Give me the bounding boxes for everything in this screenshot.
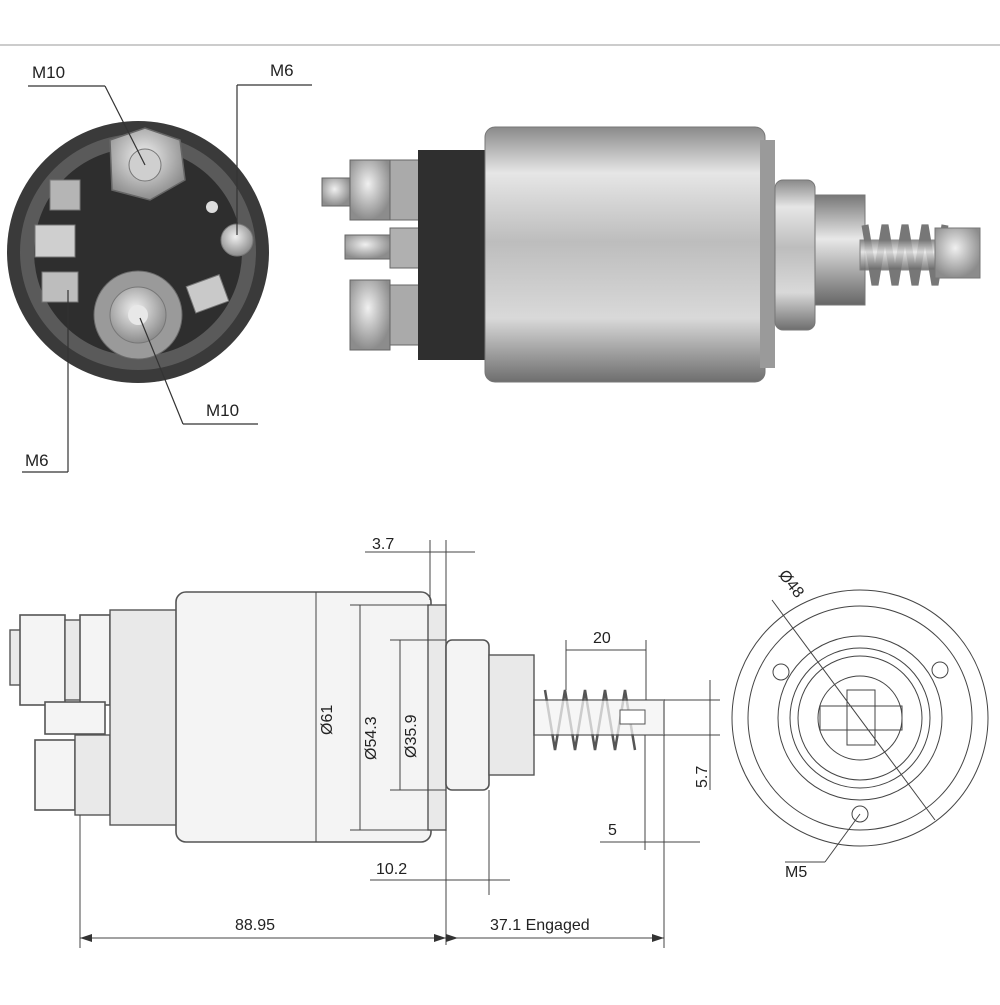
dim-spring-length: 20 (593, 630, 611, 647)
dim-boss-diameter: Ø35.9 (403, 714, 420, 758)
side-end-cap (418, 150, 488, 360)
photo-end-view: M10 M6 M10 M6 (7, 61, 312, 473)
side-nut-bottom (349, 279, 391, 351)
end-flange-circle (747, 605, 973, 831)
draw-flange (427, 604, 447, 831)
side-flange (760, 140, 775, 368)
dim-body-diameter: Ø61 (319, 705, 336, 735)
drawing-side-view: 3.7 Ø61 Ø54.3 Ø35.9 20 5.7 5 10.2 (9, 536, 720, 948)
draw-washer-bottom (74, 734, 111, 816)
draw-stud-mid (44, 701, 106, 735)
draw-nut-top (19, 614, 66, 706)
dim-overall-length: 88.95 (235, 917, 275, 934)
drawing-end-view: Ø48 M5 (731, 567, 989, 881)
dim-88-arrow-right (434, 934, 446, 942)
draw-body (175, 591, 432, 843)
end-outer-circle (731, 589, 989, 847)
dim-flange-thickness: 3.7 (372, 536, 394, 553)
end-inner-circle (789, 647, 931, 789)
draw-plunger-housing (488, 654, 535, 776)
dim-88-arrow-left (80, 934, 92, 942)
side-washer-top (389, 159, 421, 221)
dim-plunger-width: 5.7 (694, 766, 711, 788)
end-slot-vertical (846, 689, 876, 746)
side-stud-mid (344, 234, 391, 260)
terminal-stud-bottom (128, 305, 148, 325)
side-nut-mid (389, 227, 421, 269)
side-plunger-housing (814, 194, 866, 306)
side-body (484, 126, 766, 383)
dim-48-line (771, 599, 936, 821)
leader-m10-top (104, 85, 146, 166)
end-hole-right (931, 661, 949, 679)
rivet-top-right (206, 201, 218, 213)
label-m10-top: M10 (32, 63, 65, 82)
dim-engaged-length: 37.1 Engaged (490, 917, 590, 934)
draw-nut-top-2 (79, 614, 111, 706)
leader-m5 (824, 813, 861, 863)
end-slot-horizontal (819, 705, 903, 731)
dim-37-arrow-left (446, 934, 458, 942)
terminal-tab-right (185, 274, 230, 314)
photo-side-view (321, 126, 981, 383)
end-boss-circle (777, 635, 943, 801)
dim-37-arrow-right (652, 934, 664, 942)
terminal-block-top-left (49, 179, 81, 211)
dim-slot-width: 5 (608, 822, 617, 839)
label-mount-thread: M5 (785, 864, 807, 881)
leader-m10-bottom (139, 317, 184, 425)
side-nut-top (349, 159, 391, 221)
side-washer-bottom (389, 284, 421, 346)
side-boss (774, 179, 816, 331)
end-cap-face (34, 148, 242, 356)
label-m6-bottom: M6 (25, 451, 49, 470)
dim-flange-diameter: Ø54.3 (363, 716, 380, 760)
draw-nut-bottom (34, 739, 76, 811)
end-hole-bottom (851, 805, 869, 823)
draw-boss (445, 639, 490, 791)
label-m10-bottom: M10 (206, 401, 239, 420)
terminal-small-left-lower (41, 271, 79, 303)
side-plunger-end (934, 227, 981, 279)
dim-boss-length: 10.2 (376, 861, 407, 878)
draw-end-cap (109, 609, 179, 826)
terminal-small-left (34, 224, 76, 258)
end-hole-left (772, 663, 790, 681)
side-stud-top (321, 177, 351, 207)
end-inner-circle-2 (797, 655, 923, 781)
label-m6-top: M6 (270, 61, 294, 80)
dim-bolt-circle: Ø48 (775, 567, 807, 601)
draw-plunger-slot (619, 709, 646, 725)
